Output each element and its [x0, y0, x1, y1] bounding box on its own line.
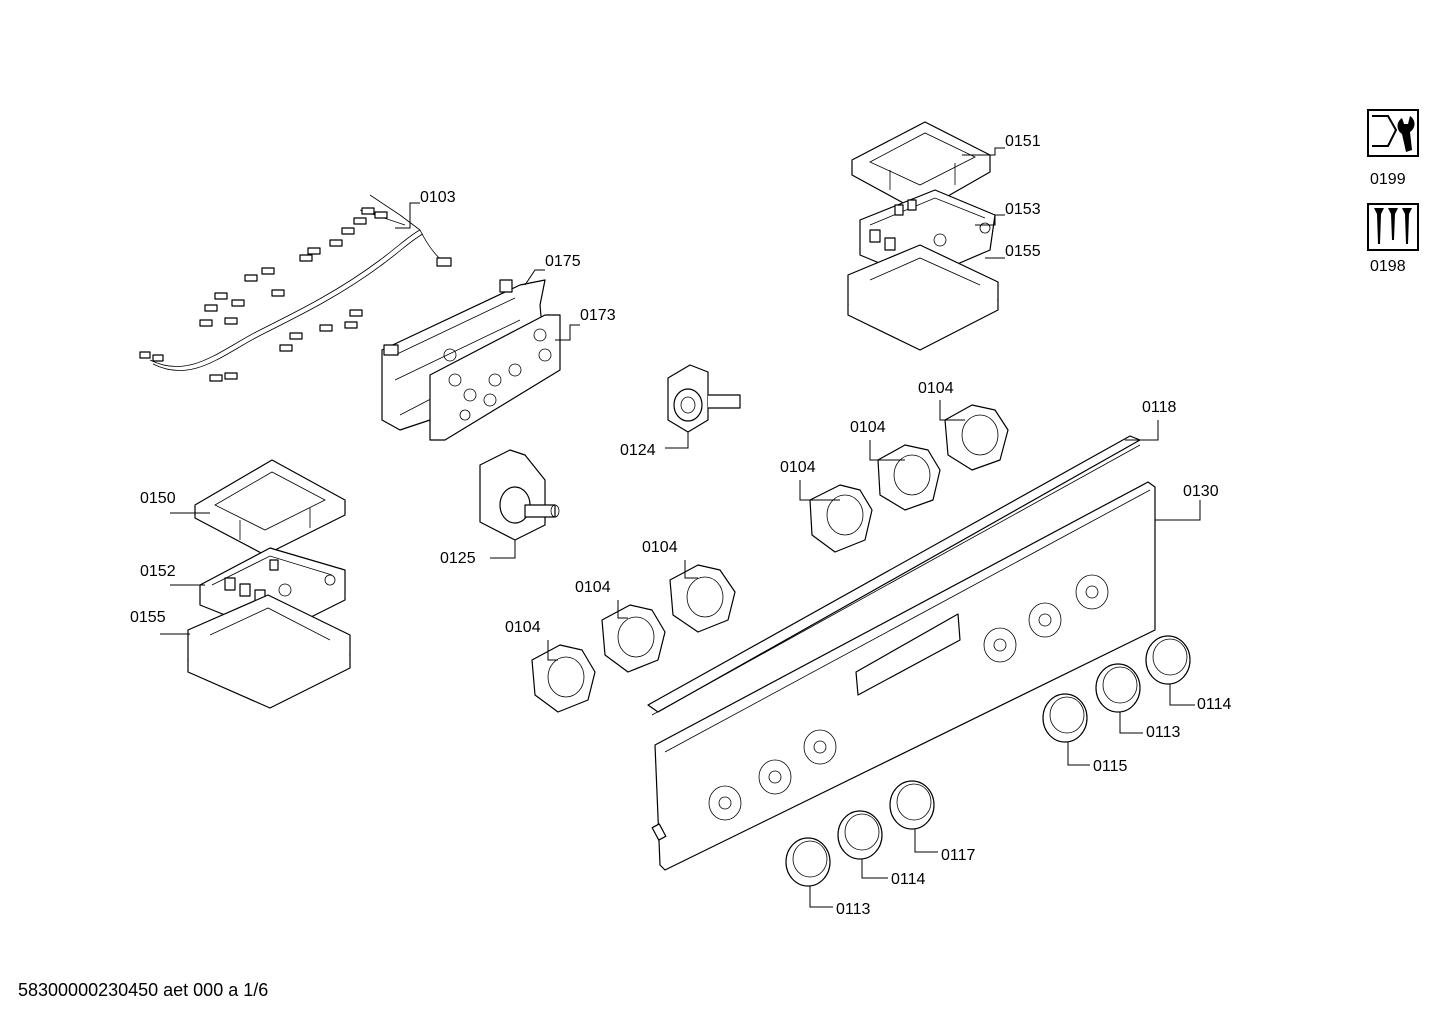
housing-0155-left[interactable] — [187, 594, 351, 709]
callout-0155-top: 0155 — [985, 243, 1041, 260]
selector-switch-0125[interactable] — [479, 449, 560, 541]
label-0103: 0103 — [420, 189, 456, 206]
service-tool-icon[interactable] — [1367, 109, 1419, 157]
housing-0155-top[interactable] — [847, 244, 999, 351]
callout-0104-e: 0104 — [575, 579, 628, 619]
label-0115: 0115 — [1093, 758, 1128, 775]
callout-0125: 0125 — [440, 540, 516, 567]
callout-0103: 0103 — [395, 189, 456, 229]
screws-icon[interactable] — [1367, 203, 1419, 251]
label-0113-bottom: 0113 — [836, 901, 871, 918]
callout-0175: 0175 — [524, 253, 581, 286]
callout-0153: 0153 — [975, 201, 1041, 226]
label-0173: 0173 — [580, 307, 616, 324]
knob-0113-right[interactable] — [1095, 663, 1141, 713]
label-0155-left: 0155 — [130, 609, 166, 626]
cover-tray-0151[interactable] — [851, 121, 991, 213]
knob-bushing-6[interactable] — [669, 564, 736, 633]
circuit-board[interactable] — [429, 314, 561, 441]
knob-bushing-1[interactable] — [809, 484, 873, 553]
wiring-harness[interactable] — [139, 194, 452, 382]
knob-bushing-3[interactable] — [944, 404, 1009, 471]
callout-0130: 0130 — [1155, 483, 1219, 521]
knob-0114-right[interactable] — [1145, 635, 1191, 685]
label-0153: 0153 — [1005, 201, 1041, 218]
knob-0114-bottom[interactable] — [837, 810, 883, 860]
label-0199: 0199 — [1370, 171, 1406, 188]
callout-0150: 0150 — [140, 490, 210, 514]
label-0125: 0125 — [440, 550, 476, 567]
label-0151: 0151 — [1005, 133, 1041, 150]
label-0150: 0150 — [140, 490, 176, 507]
callout-0104-d: 0104 — [505, 619, 558, 661]
selector-switch-0124[interactable] — [667, 364, 741, 433]
label-0104-f: 0104 — [642, 539, 678, 556]
control-panel-0130[interactable] — [651, 481, 1156, 871]
label-0124: 0124 — [620, 442, 656, 459]
knob-0117[interactable] — [889, 780, 935, 830]
label-0118: 0118 — [1142, 399, 1177, 416]
label-0130: 0130 — [1183, 483, 1219, 500]
callout-0104-b: 0104 — [850, 419, 905, 461]
label-0114-right: 0114 — [1197, 696, 1232, 713]
label-0104-e: 0104 — [575, 579, 611, 596]
label-0104-c: 0104 — [918, 380, 954, 397]
callout-0104-f: 0104 — [642, 539, 698, 579]
callout-0115: 0115 — [1067, 742, 1128, 775]
knob-0115[interactable] — [1042, 693, 1088, 743]
knob-bushing-4[interactable] — [531, 644, 596, 713]
knob-0113-bottom[interactable] — [785, 837, 831, 887]
callout-0113-bottom: 0113 — [809, 886, 871, 918]
label-0104-d: 0104 — [505, 619, 541, 636]
label-0113-right: 0113 — [1146, 724, 1181, 741]
callout-0104-c: 0104 — [918, 380, 965, 421]
label-0175: 0175 — [545, 253, 581, 270]
label-0198: 0198 — [1370, 258, 1406, 275]
callout-0114-bottom: 0114 — [861, 859, 926, 888]
callout-0151: 0151 — [962, 133, 1041, 156]
callout-0152: 0152 — [140, 563, 205, 586]
callout-0117: 0117 — [914, 829, 976, 864]
knob-bushing-2[interactable] — [877, 444, 941, 511]
callout-0104-a: 0104 — [780, 459, 840, 501]
callout-0114-right: 0114 — [1169, 684, 1232, 713]
callout-0173: 0173 — [555, 307, 616, 341]
cover-tray-0150[interactable] — [194, 459, 346, 556]
label-0104-b: 0104 — [850, 419, 886, 436]
callout-0124: 0124 — [620, 432, 689, 459]
label-0155-top: 0155 — [1005, 243, 1041, 260]
label-0104-a: 0104 — [780, 459, 816, 476]
callout-0113-right: 0113 — [1119, 712, 1181, 741]
label-0117: 0117 — [941, 847, 976, 864]
callout-0155-left: 0155 — [130, 609, 190, 635]
document-id-footer: 58300000230450 aet 000 a 1/6 — [18, 980, 269, 1000]
knob-bushing-5[interactable] — [601, 604, 666, 673]
label-0152: 0152 — [140, 563, 176, 580]
label-0114-bottom: 0114 — [891, 871, 926, 888]
callout-0118: 0118 — [1125, 399, 1177, 441]
